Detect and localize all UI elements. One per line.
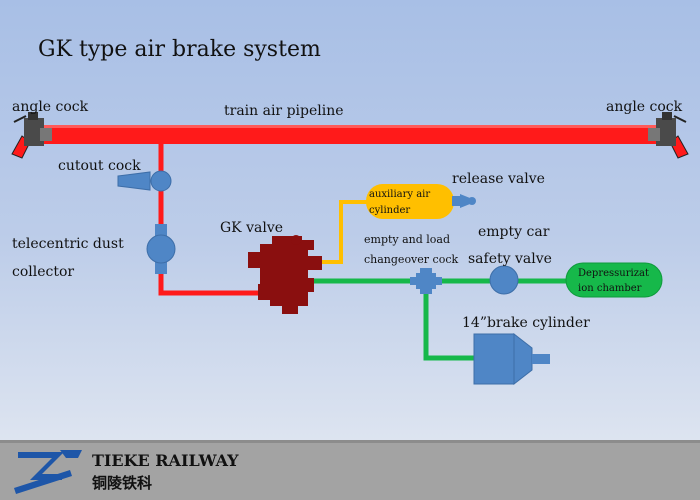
empty-car-label: empty car <box>478 224 550 240</box>
cutout-cock-label: cutout cock <box>58 158 141 174</box>
dust-collector-icon <box>146 224 176 274</box>
safety-valve-label: safety valve <box>468 251 552 267</box>
angle-cock-right-label: angle cock <box>606 99 683 115</box>
brand-chinese: 铜陵铁科 <box>92 474 152 492</box>
train-pipe-label: train air pipeline <box>224 103 344 119</box>
gk-valve-icon <box>248 235 322 314</box>
release-valve-icon <box>452 194 476 208</box>
depressurization-label-line1: Depressurizat <box>578 268 649 279</box>
depressurization-chamber <box>565 262 663 298</box>
train-air-pipeline-highlight <box>30 125 670 128</box>
brake-cylinder-icon <box>473 332 550 386</box>
changeover-cock-icon <box>410 268 442 294</box>
dust-collector-label-line2: collector <box>12 264 74 280</box>
release-valve-label: release valve <box>452 171 545 187</box>
safety-valve-icon <box>489 265 519 295</box>
angle-cock-left-icon <box>11 112 52 159</box>
train-air-pipeline <box>30 125 670 144</box>
cutout-cock-icon <box>117 170 172 192</box>
changeover-label-line2: changeover cock <box>364 253 458 266</box>
aux-cylinder-label-line2: cylinder <box>369 205 410 216</box>
angle-cock-left-label: angle cock <box>12 99 89 115</box>
changeover-label-line1: empty and load <box>364 233 450 246</box>
diagram-background <box>0 0 700 440</box>
gk-valve-label: GK valve <box>220 220 283 236</box>
footer-band: TIEKE RAILWAY 铜陵铁科 <box>0 440 700 500</box>
green-pipe-brake <box>423 281 476 361</box>
diagram-title: GK type air brake system <box>38 37 321 62</box>
depressurization-label-line2: ion chamber <box>578 283 642 294</box>
tieke-logo-icon <box>14 450 82 494</box>
auxiliary-air-cylinder <box>366 184 454 219</box>
aux-pipe-yellow <box>318 200 368 264</box>
branch-pipe-red <box>158 144 262 296</box>
brand-english: TIEKE RAILWAY <box>92 451 239 470</box>
angle-cock-right-icon <box>648 112 689 159</box>
aux-cylinder-label-line1: auxiliary air <box>369 189 430 200</box>
brake-cylinder-label: 14”brake cylinder <box>462 315 590 331</box>
dust-collector-label-line1: telecentric dust <box>12 236 124 252</box>
